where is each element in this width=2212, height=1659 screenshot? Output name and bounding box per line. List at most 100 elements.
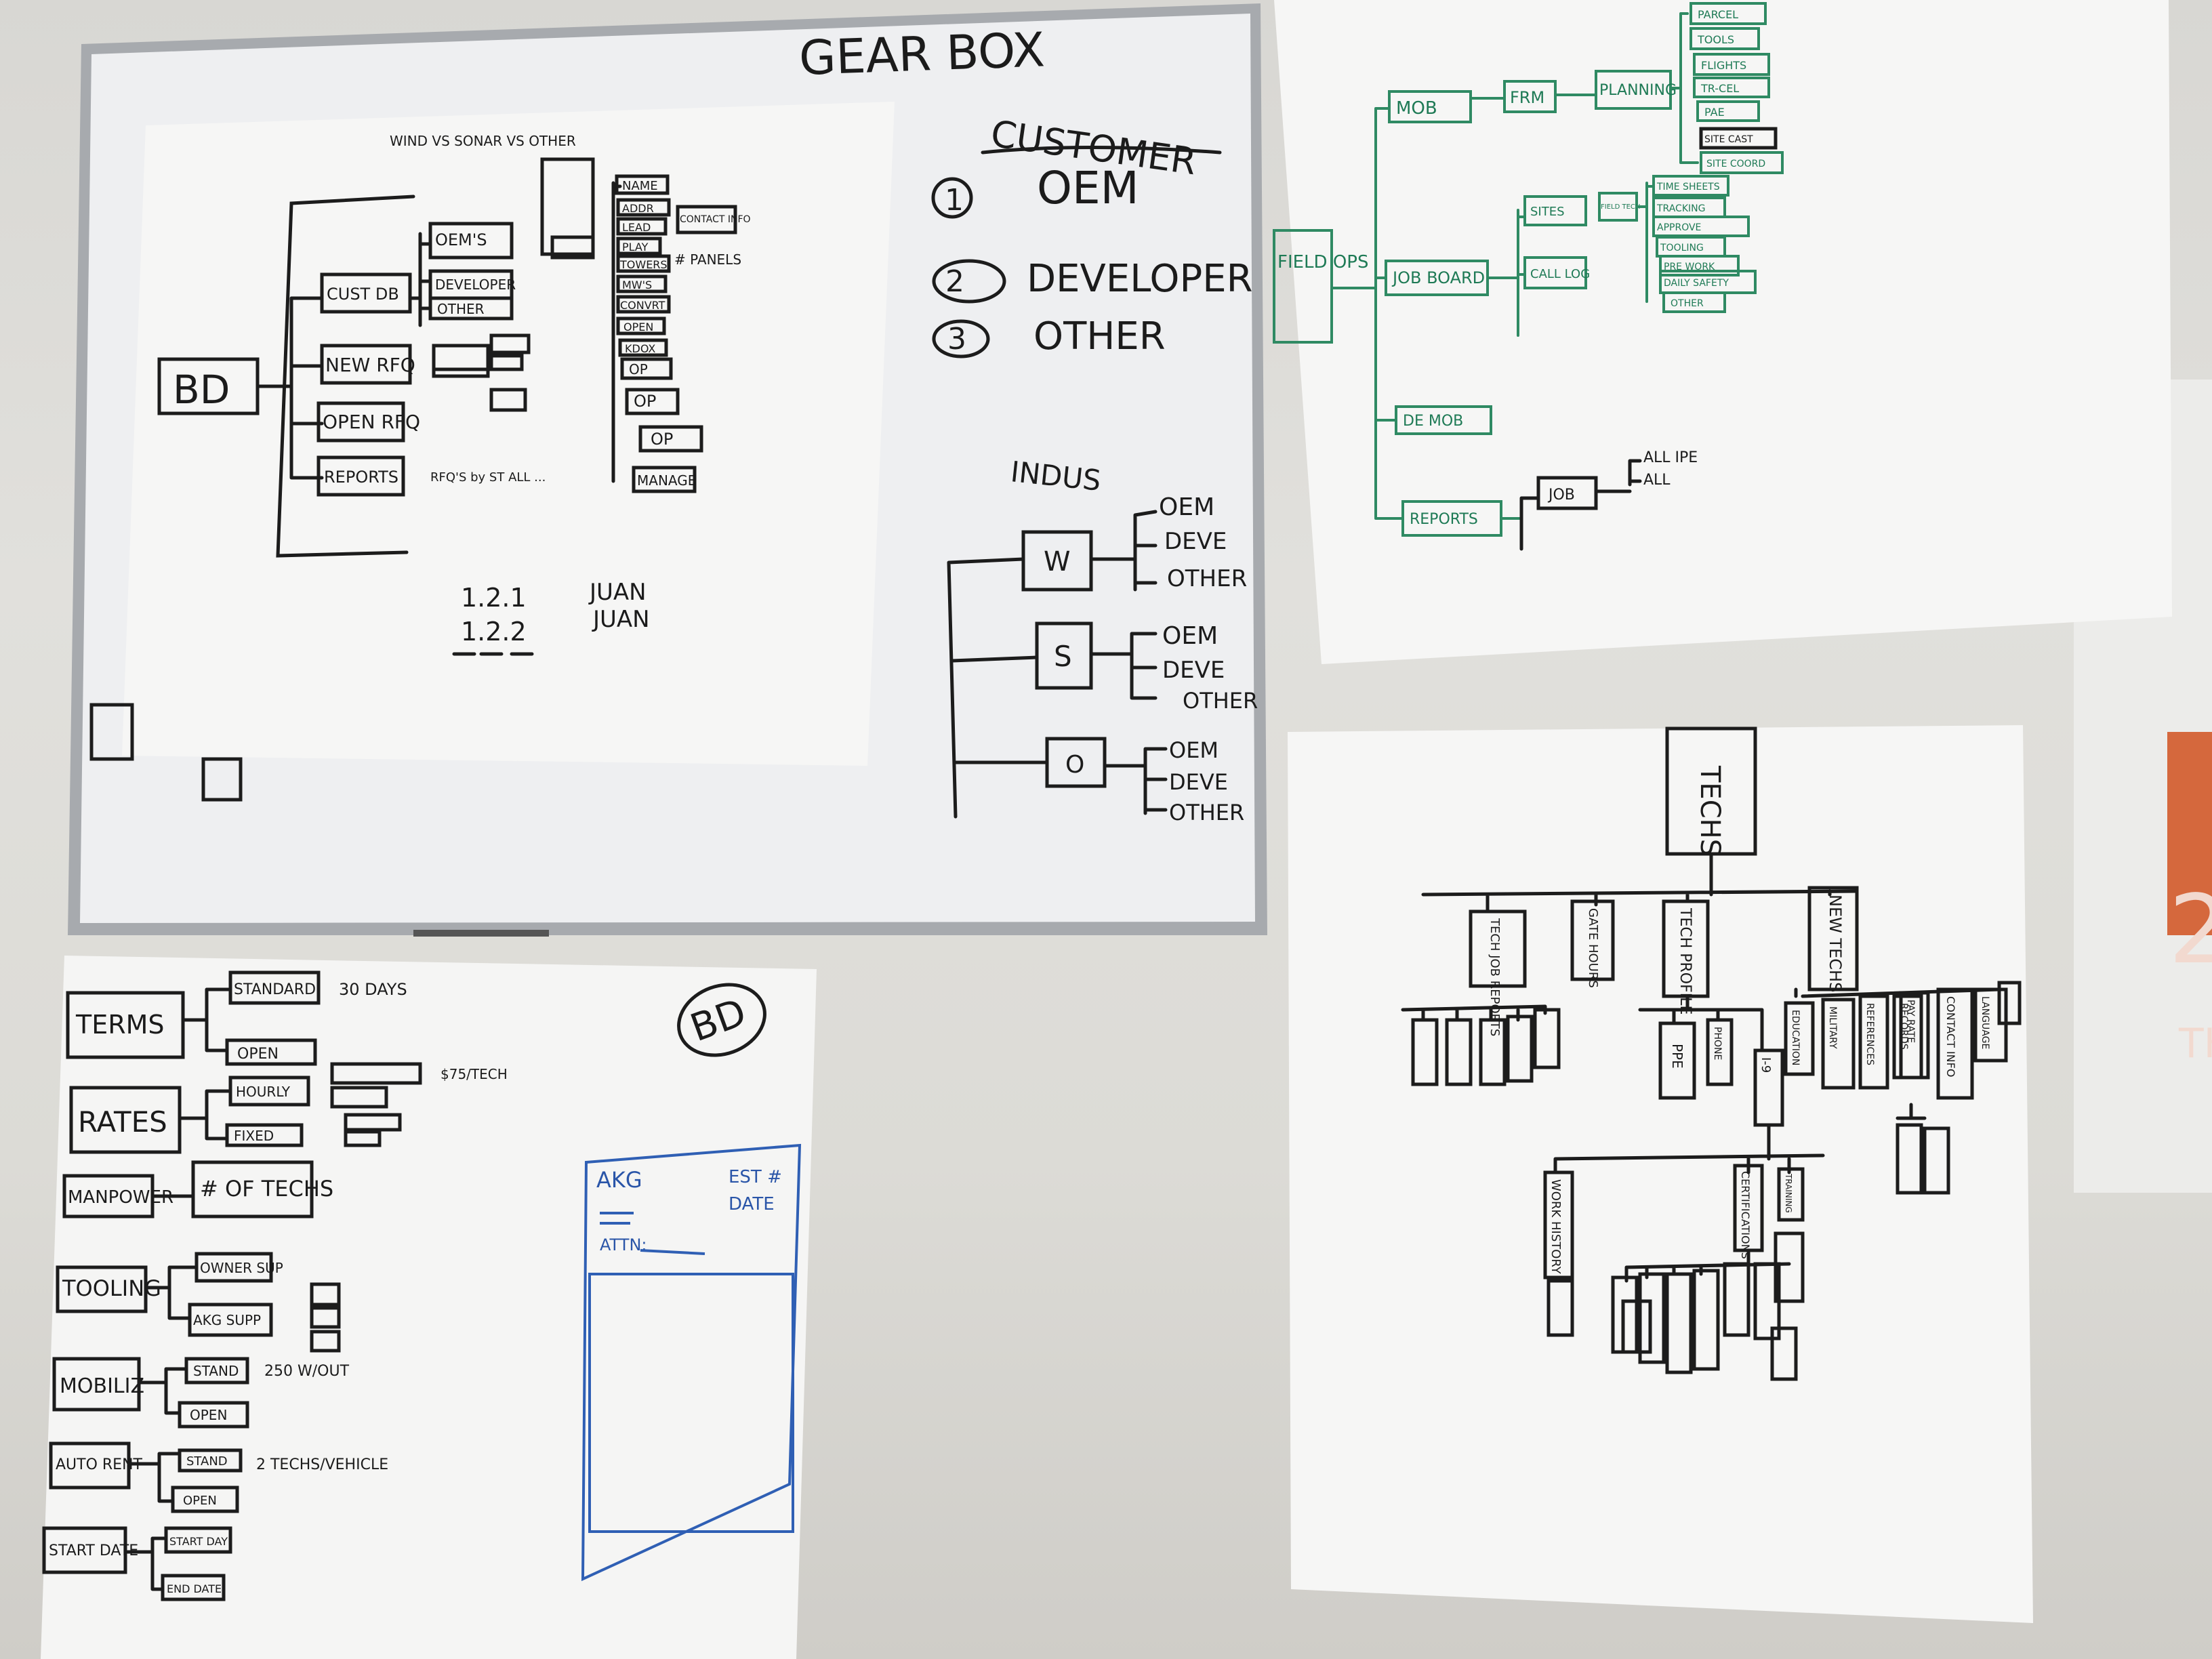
- bd2-rates-hourly: HOURLY: [236, 1084, 291, 1100]
- bd-branch-openrfq: OPEN RFQ: [323, 411, 420, 433]
- field-ops-sheet: FIELD OPS MOB FRM PLANNING PARCEL TOOLS …: [1273, 0, 2172, 664]
- bd-name-1: JUAN: [588, 579, 647, 606]
- customer-num-1: 1: [945, 183, 964, 218]
- techs-profile-training: TRAINING: [1784, 1173, 1793, 1213]
- techs-profile-phone: PHONE: [1712, 1027, 1723, 1060]
- fieldops-sites-timesheets: TIME SHEETS: [1656, 182, 1720, 192]
- techs-new-education: EDUCATION: [1790, 1010, 1801, 1065]
- board-title: GEAR BOX: [798, 22, 1046, 86]
- bd-seq-1: 1.2.1: [461, 583, 527, 613]
- fieldops-planning-items: PARCEL TOOLS FLIGHTS TR-CEL PAE SITE CAS…: [1689, 2, 1784, 174]
- indus-o-deve: DEVE: [1169, 769, 1228, 795]
- customer-num-2: 2: [945, 264, 964, 299]
- techs-root: TECHS: [1694, 765, 1725, 856]
- screen-glyph: 2: [2169, 875, 2212, 985]
- techs-sheet: TECHS TECH JOB REPORTS GATE HOURS TECH P…: [1288, 725, 2033, 1623]
- bd-col-manage: MANAGE: [637, 472, 696, 489]
- fieldops-mob-frm: FRM: [1510, 88, 1544, 107]
- customer-item-developer: DEVELOPER: [1027, 257, 1253, 301]
- bd-contact-info: CONTACT INFO: [680, 214, 751, 225]
- bd-col-op3: OP: [651, 430, 673, 449]
- fieldops-branch-mob: MOB: [1396, 98, 1437, 119]
- bd-branch-reports: REPORTS: [324, 468, 398, 487]
- bd-name-2: JUAN: [592, 606, 650, 633]
- bd-panels: # PANELS: [674, 251, 741, 268]
- fieldops-plan-parcel: PARCEL: [1698, 8, 1738, 21]
- techs-new-payrate: PAY RATE: [1905, 1000, 1916, 1043]
- bd2-autorent-open: OPEN: [183, 1494, 217, 1508]
- bd-col-op2: OP: [634, 392, 656, 411]
- customer-item-other: OTHER: [1033, 314, 1166, 359]
- bd-col-convrt: CONVRT: [620, 299, 665, 312]
- indus-w-oem: OEM: [1159, 493, 1214, 521]
- bd-col-play: PLAY: [622, 241, 649, 253]
- bd2-row-startdate: START DATE: [49, 1542, 138, 1559]
- bd-sheet-2: BD TERMS STANDARD 30 DAYS OPEN RATES HOU…: [41, 956, 817, 1659]
- techs-branch-newtechs: NEW TECHS: [1826, 895, 1845, 992]
- indus-w-other: OTHER: [1167, 565, 1247, 592]
- customer-num-3: 3: [947, 322, 966, 356]
- techs-new-language: LANGUAGE: [1980, 996, 1990, 1049]
- bd-sheet: BD CUST DB NEW RFQ OPEN RFQ REPORTS RFQ'…: [122, 102, 895, 766]
- fieldops-reports-allipe: ALL IPE: [1643, 449, 1698, 466]
- bd-reports-note: RFQ'S by ST ALL ...: [430, 470, 546, 485]
- bd2-rates-note: $75/TECH: [441, 1066, 508, 1082]
- bd-sub-other: OTHER: [437, 301, 485, 317]
- bd-col-open: OPEN: [623, 321, 653, 333]
- bd-wind-note: WIND VS SONAR VS OTHER: [390, 133, 576, 149]
- bd2-terms-open: OPEN: [237, 1046, 279, 1063]
- techs-certifications: CERTIFICATIONS: [1739, 1171, 1752, 1259]
- techs-new-contactinfo: CONTACT INFO: [1944, 996, 1957, 1077]
- bd2-form-label2: EST #: [729, 1167, 782, 1187]
- indus-w-deve: DEVE: [1164, 528, 1227, 555]
- bd2-manpower-techs: # OF TECHS: [200, 1176, 333, 1202]
- bd2-form-label1: AKG: [596, 1167, 642, 1193]
- fieldops-sites-other: OTHER: [1671, 298, 1704, 309]
- screen-caption: TH: [2178, 1020, 2212, 1067]
- bd-branch-newrfq: NEW RFQ: [325, 354, 415, 376]
- techs-work-history: WORK HISTORY: [1549, 1179, 1563, 1275]
- bd2-end-date: END DATE: [167, 1582, 222, 1595]
- fieldops-sites-approve: APPROVE: [1657, 222, 1701, 233]
- techs-profile-ppe: PPE: [1669, 1044, 1685, 1069]
- bd-sub-developer: DEVELOPER: [435, 276, 516, 293]
- bd2-mobiliz-note: 250 W/OUT: [264, 1363, 350, 1380]
- indus-box-o: O: [1065, 751, 1084, 779]
- techs-new-military: MILITARY: [1827, 1006, 1838, 1049]
- techs-branch-gatehours: GATE HOURS: [1586, 908, 1600, 988]
- indus-s-oem: OEM: [1162, 622, 1218, 650]
- fieldops-plan-trcel: TR-CEL: [1700, 82, 1739, 95]
- fieldops-sites-tracking: TRACKING: [1656, 203, 1705, 214]
- indus-box-s: S: [1054, 640, 1072, 673]
- indus-o-oem: OEM: [1169, 737, 1218, 763]
- bd2-tooling-owner: OWNER SUP: [200, 1260, 283, 1276]
- fieldops-branch-jobboard: JOB BOARD: [1391, 268, 1485, 287]
- bd-branch-custdb: CUST DB: [327, 285, 399, 304]
- bd-col-kdox: KDOX: [625, 342, 655, 355]
- customer-list: CUSTOMER 1 OEM 2 DEVELOPER 3 OTHER: [931, 112, 1253, 359]
- bd-col-lead: LEAD: [622, 221, 651, 234]
- fieldops-plan-flights: FLIGHTS: [1701, 59, 1746, 72]
- indus-box-w: W: [1044, 546, 1071, 577]
- bd-right-column: NAME ADDR LEAD PLAY TOWERS MW'S CONVRT O…: [615, 174, 703, 493]
- bd2-mobiliz-stand: STAND: [193, 1363, 239, 1379]
- techs-new-references: REFERENCES: [1864, 1003, 1875, 1065]
- indus-s-deve: DEVE: [1162, 657, 1225, 684]
- bd-sub-oems: OEM'S: [435, 230, 487, 249]
- bd-seq-2: 1.2.2: [461, 617, 527, 647]
- indus-s-other: OTHER: [1183, 688, 1258, 714]
- bd-col-op1: OP: [629, 361, 648, 377]
- bd-root: BD: [173, 367, 230, 413]
- bd2-tooling-akg: AKG SUPP: [193, 1312, 261, 1328]
- bd2-row-mobiliz: MOBILIZ: [60, 1374, 144, 1398]
- fieldops-branch-demob: DE MOB: [1403, 413, 1463, 430]
- bd2-row-terms: TERMS: [75, 1010, 165, 1040]
- bd-col-towers: TOWERS: [619, 258, 668, 271]
- bd2-form-label4: ATTN:: [600, 1235, 647, 1254]
- fieldops-plan-pae: PAE: [1704, 106, 1725, 119]
- techs-profile-i9: I-9: [1759, 1057, 1773, 1073]
- bd2-autorent-stand: STAND: [186, 1454, 228, 1469]
- fieldops-sites-tooling: TOOLING: [1660, 243, 1704, 253]
- bd2-terms-standard: STANDARD: [234, 981, 316, 998]
- fieldops-job-sites: SITES: [1530, 205, 1565, 219]
